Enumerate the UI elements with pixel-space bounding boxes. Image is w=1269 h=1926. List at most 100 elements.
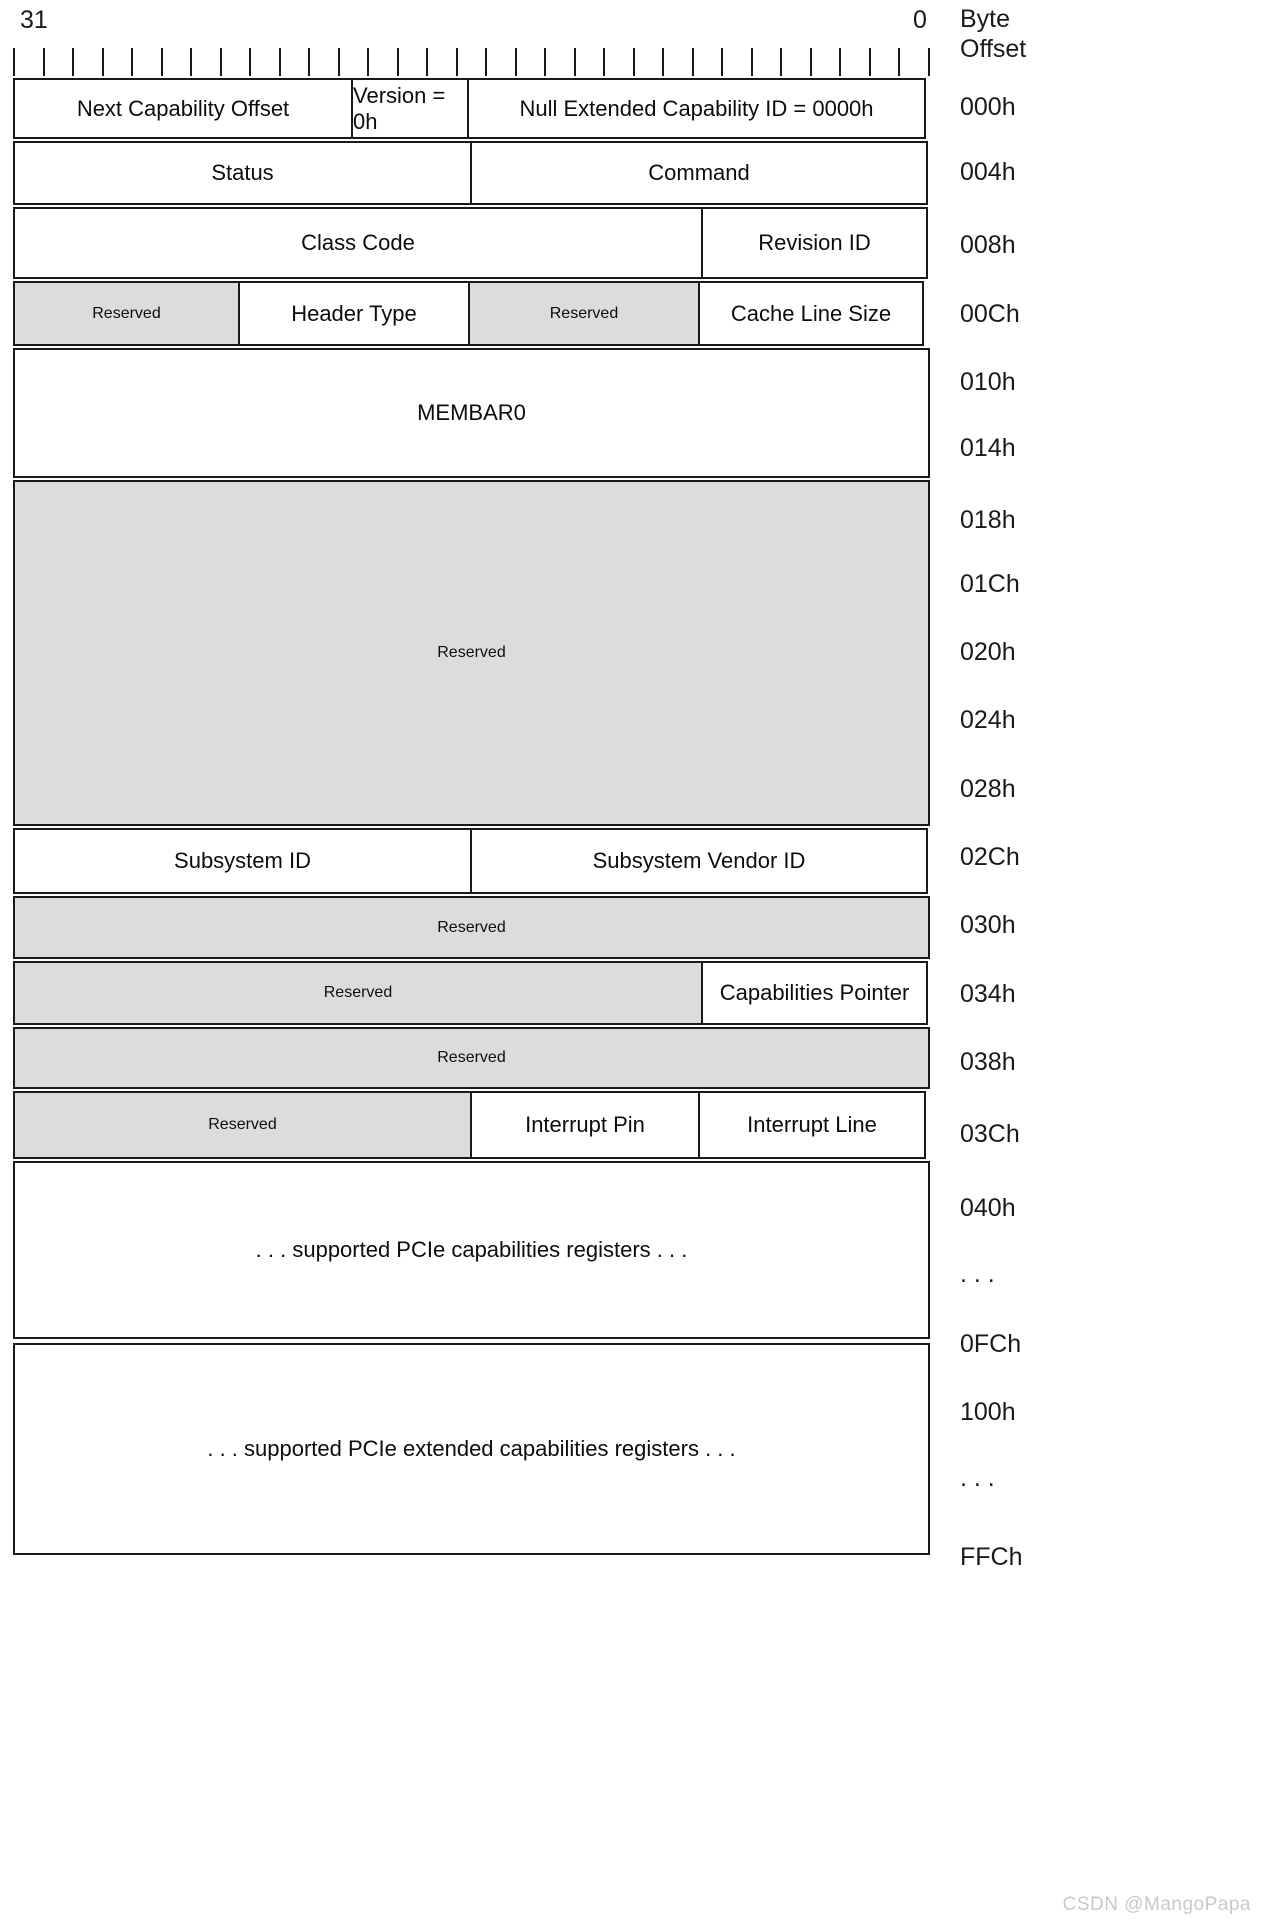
bit-tick bbox=[632, 48, 635, 76]
register-field-label: Reserved bbox=[92, 304, 161, 322]
byte-offset-label: 020h bbox=[960, 638, 1016, 666]
dword-03Ch: Reserved Interrupt Pin Interrupt Line bbox=[13, 1091, 930, 1159]
bit-tick bbox=[101, 48, 104, 76]
bit-tick bbox=[839, 48, 842, 76]
bit-tick bbox=[396, 48, 399, 76]
bit-tick bbox=[190, 48, 193, 76]
bit-tick bbox=[721, 48, 724, 76]
register-field: Status bbox=[13, 141, 472, 205]
register-field-label: Next Capability Offset bbox=[76, 95, 290, 121]
register-field: Reserved bbox=[13, 1027, 930, 1089]
bit-ruler bbox=[13, 48, 930, 76]
register-field-label: Version = 0h bbox=[353, 82, 446, 134]
register-field-label: Capabilities Pointer bbox=[719, 980, 910, 1005]
register-field-label: Reserved bbox=[437, 644, 506, 661]
register-field: Reserved bbox=[13, 961, 703, 1025]
dword-038h: Reserved bbox=[13, 1027, 930, 1089]
bit-tick bbox=[337, 48, 340, 76]
byte-offset-label: 040h bbox=[960, 1194, 1016, 1222]
register-field: Interrupt Pin bbox=[470, 1091, 700, 1159]
byte-offset-label: 000h bbox=[960, 93, 1016, 121]
register-field: Version = 0h bbox=[351, 78, 469, 139]
byte-offset-label: 00Ch bbox=[960, 300, 1020, 328]
register-field: Class Code bbox=[13, 207, 703, 279]
byte-offset-label: 030h bbox=[960, 911, 1016, 939]
register-field-label: Reserved bbox=[549, 304, 619, 322]
dword-02Ch: Subsystem ID Subsystem Vendor ID bbox=[13, 828, 930, 894]
bit-tick bbox=[308, 48, 311, 76]
bit-tick bbox=[603, 48, 606, 76]
bit-tick bbox=[898, 48, 901, 76]
pcie-capabilities-block: . . . supported PCIe capabilities regist… bbox=[13, 1161, 930, 1339]
reserved-big-block: Reserved bbox=[13, 480, 930, 826]
bit-tick bbox=[278, 48, 281, 76]
byte-offset-label: 024h bbox=[960, 706, 1016, 734]
byte-offset-label: 02Ch bbox=[960, 843, 1020, 871]
register-field-label: Subsystem Vendor ID bbox=[592, 848, 806, 873]
register-field: . . . supported PCIe capabilities regist… bbox=[13, 1161, 930, 1339]
bit-tick bbox=[750, 48, 753, 76]
dword-030h: Reserved bbox=[13, 896, 930, 959]
watermark: CSDN @MangoPapa bbox=[1062, 1894, 1251, 1915]
register-field-label: Reserved bbox=[437, 918, 506, 936]
membar0-block: MEMBAR0 bbox=[13, 348, 930, 478]
bit-tick bbox=[72, 48, 75, 76]
bit-tick bbox=[691, 48, 694, 76]
register-field-label: . . . supported PCIe extended capabiliti… bbox=[207, 1436, 736, 1461]
byte-offset-label: 0FCh bbox=[960, 1330, 1022, 1358]
byte-offset-label: 008h bbox=[960, 231, 1016, 259]
register-field-label: Reserved bbox=[437, 1049, 506, 1066]
bit-tick bbox=[868, 48, 871, 76]
register-field: Header Type bbox=[238, 281, 470, 346]
byte-offset-label: 034h bbox=[960, 980, 1016, 1008]
register-field: Subsystem Vendor ID bbox=[470, 828, 928, 894]
bit-tick bbox=[662, 48, 665, 76]
bit-label-0: 0 bbox=[913, 6, 927, 34]
byte-offset-label: 010h bbox=[960, 368, 1016, 396]
dword-008h: Class Code Revision ID bbox=[13, 207, 930, 279]
byte-offset-header-line1: Byte bbox=[960, 5, 1011, 33]
bit-tick bbox=[455, 48, 458, 76]
bit-tick bbox=[13, 48, 15, 76]
register-field: Reserved bbox=[13, 896, 930, 959]
register-field: Cache Line Size bbox=[698, 281, 924, 346]
bit-tick bbox=[544, 48, 547, 76]
register-field: Capabilities Pointer bbox=[701, 961, 928, 1025]
bit-tick bbox=[131, 48, 134, 76]
bit-tick bbox=[219, 48, 222, 76]
byte-offset-label: 018h bbox=[960, 506, 1016, 534]
bit-tick bbox=[928, 48, 930, 76]
dword-034h: Reserved Capabilities Pointer bbox=[13, 961, 930, 1025]
register-field-label: Reserved bbox=[208, 1116, 277, 1133]
byte-offset-label: 01Ch bbox=[960, 570, 1020, 598]
register-field: Next Capability Offset bbox=[13, 78, 353, 139]
register-field-label: MEMBAR0 bbox=[417, 400, 526, 425]
register-field: Subsystem ID bbox=[13, 828, 472, 894]
bit-tick bbox=[485, 48, 488, 76]
byte-offset-label: 004h bbox=[960, 158, 1016, 186]
bit-label-31: 31 bbox=[20, 6, 48, 34]
register-field-label: Revision ID bbox=[758, 230, 871, 255]
byte-offset-label: 100h bbox=[960, 1398, 1016, 1426]
dword-00Ch: Reserved Header Type Reserved Cache Line Si… bbox=[13, 281, 930, 346]
bit-tick bbox=[426, 48, 429, 76]
register-field-label: Null Extended Capability ID = 0000h bbox=[519, 95, 874, 121]
register-field-label: Interrupt Pin bbox=[525, 1112, 645, 1137]
byte-offset-header-line2: Offset bbox=[960, 35, 1027, 63]
bit-tick bbox=[249, 48, 252, 76]
register-field-label: Subsystem ID bbox=[174, 848, 311, 873]
register-field: . . . supported PCIe extended capabiliti… bbox=[13, 1343, 930, 1555]
bit-tick bbox=[573, 48, 576, 76]
register-field-label: Interrupt Line bbox=[747, 1112, 877, 1137]
register-field-label: Header Type bbox=[291, 300, 417, 326]
bit-tick bbox=[367, 48, 370, 76]
register-field-label: Reserved bbox=[323, 984, 393, 1001]
byte-offset-label: . . . bbox=[960, 1260, 995, 1288]
dword-000h: Next Capability Offset Version = 0h Null E… bbox=[13, 78, 930, 139]
byte-offset-label: 03Ch bbox=[960, 1120, 1020, 1148]
byte-offset-label: 038h bbox=[960, 1048, 1016, 1076]
register-field: Reserved bbox=[13, 480, 930, 826]
bit-tick bbox=[514, 48, 517, 76]
bit-tick bbox=[160, 48, 163, 76]
bit-tick bbox=[780, 48, 783, 76]
